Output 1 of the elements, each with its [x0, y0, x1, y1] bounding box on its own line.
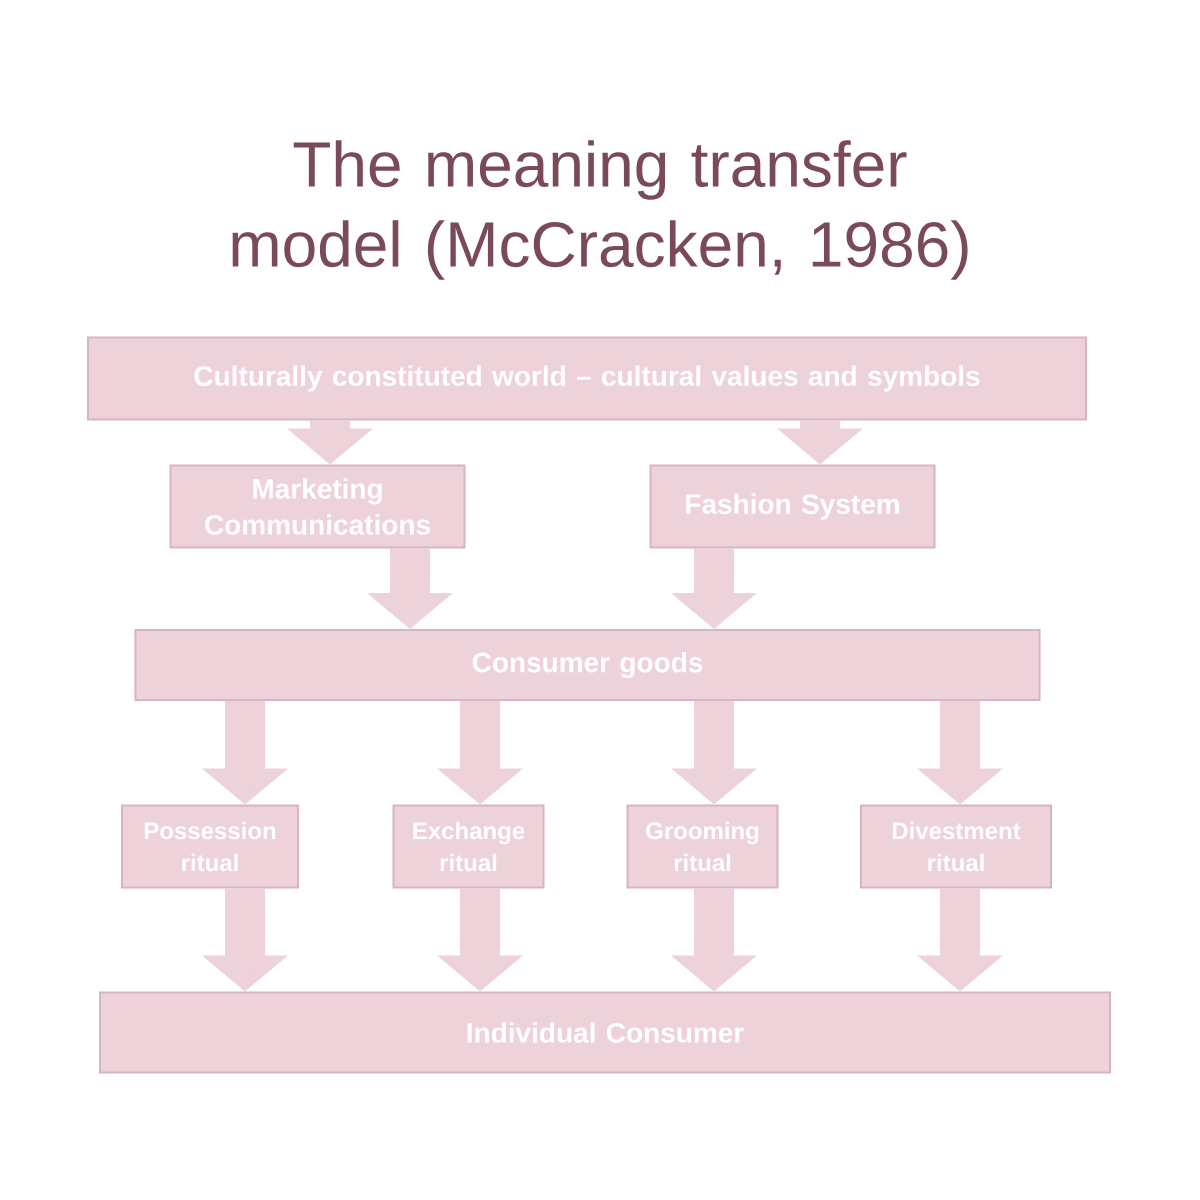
- title: The meaning transfer model (McCracken, 1986): [232, 140, 968, 280]
